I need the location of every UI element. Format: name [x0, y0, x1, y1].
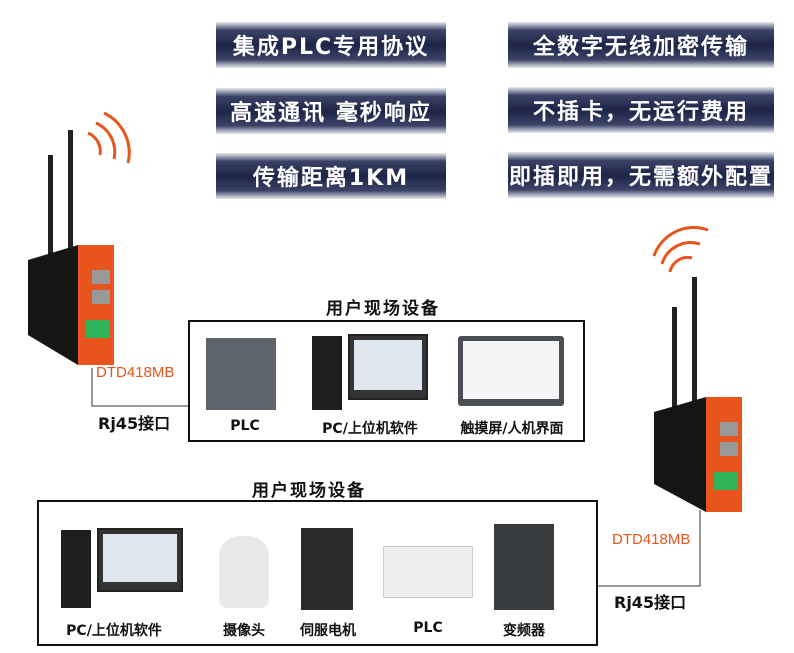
group2-box: PC/上位机软件 摄像头 伺服电机 PLC 变频器: [37, 500, 598, 646]
plc-image: [206, 338, 276, 410]
left-router-image: [28, 111, 131, 365]
right-router-image: [652, 226, 742, 512]
left-port-label: Rj45接口: [98, 414, 171, 433]
right-port-label: Rj45接口: [614, 593, 687, 612]
feature-banner: 传输距离1KM: [216, 153, 446, 199]
monitor-image: [97, 528, 183, 592]
feature-banner: 即插即用，无需额外配置: [508, 152, 774, 198]
feature-banner: 集成PLC专用协议: [216, 22, 446, 68]
group1-box: PLC PC/上位机软件 触摸屏/人机界面: [188, 320, 585, 442]
feature-banner: 不插卡，无运行费用: [508, 87, 774, 133]
pc-tower-image: [61, 530, 91, 608]
monitor-image: [348, 334, 428, 400]
inverter-image: [494, 524, 554, 610]
item-label: 变频器: [503, 623, 545, 639]
right-device-model: DTD418MB: [612, 531, 691, 548]
item-label: 触摸屏/人机界面: [460, 421, 564, 437]
group2-title: 用户现场设备: [252, 481, 366, 501]
pc-tower-image: [312, 336, 342, 410]
feature-banner: 全数字无线加密传输: [508, 22, 774, 68]
item-label: PC/上位机软件: [66, 623, 162, 639]
item-label: 摄像头: [223, 623, 265, 639]
plc-image: [383, 546, 473, 598]
camera-image: [219, 536, 269, 608]
servo-image: [301, 528, 353, 610]
item-label: PLC: [230, 418, 260, 434]
feature-banner: 高速通讯 毫秒响应: [216, 88, 446, 134]
item-label: 伺服电机: [300, 623, 356, 639]
hmi-image: [458, 336, 564, 406]
item-label: PLC: [413, 620, 443, 636]
item-label: PC/上位机软件: [322, 421, 418, 437]
left-device-model: DTD418MB: [96, 364, 175, 381]
group1-title: 用户现场设备: [326, 299, 440, 319]
